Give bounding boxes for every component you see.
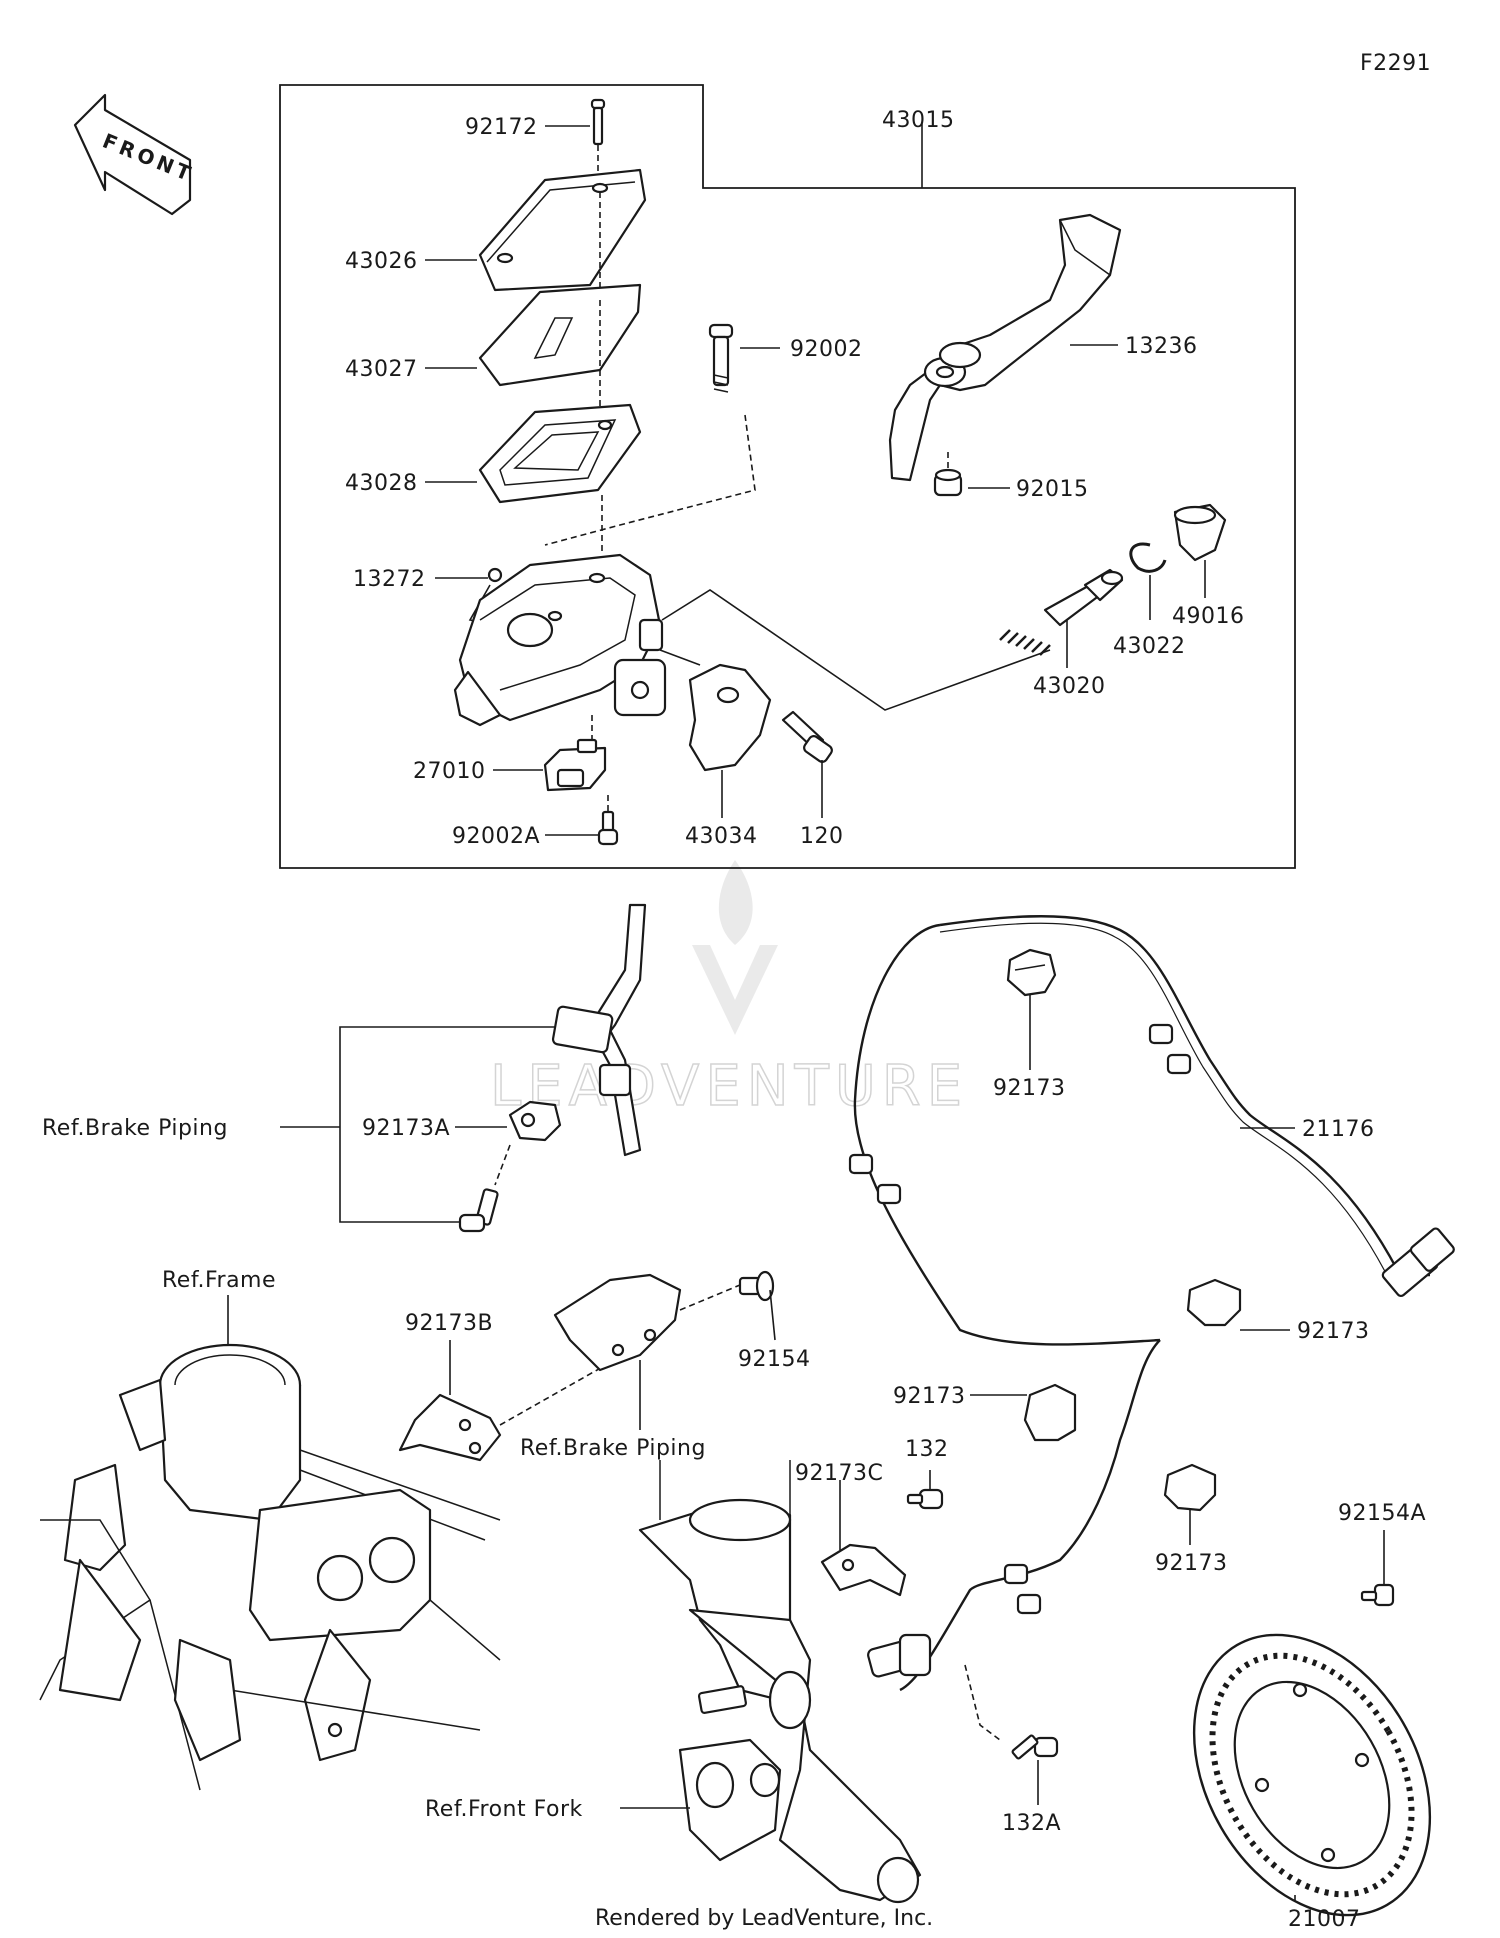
label-132: 132 xyxy=(905,1437,949,1462)
wheel-speed-sensor-icon xyxy=(867,1633,932,1678)
reservoir-cap-43026 xyxy=(478,168,647,292)
clamp-43034 xyxy=(688,663,772,772)
footer-credit: Rendered by LeadVenture, Inc. xyxy=(595,1906,933,1931)
bolt-120 xyxy=(781,710,833,763)
circlip-43022 xyxy=(1129,542,1167,573)
brake-bracket-mid xyxy=(553,1273,682,1372)
label-43020: 43020 xyxy=(1033,674,1106,699)
brake-hose-upper xyxy=(551,903,647,1157)
bolt-132A xyxy=(1011,1734,1059,1760)
label-43034: 43034 xyxy=(685,824,758,849)
clamp-92173A xyxy=(508,1100,562,1142)
front-fork-outline xyxy=(638,1460,922,1904)
master-cylinder-body xyxy=(453,553,667,727)
clip-92173-mid xyxy=(1023,1383,1077,1442)
frame-outline xyxy=(39,1343,501,1791)
ref-frame: Ref.Frame xyxy=(162,1268,276,1293)
screw-92172 xyxy=(590,98,606,146)
label-120: 120 xyxy=(800,824,844,849)
clip-92173-low xyxy=(1163,1463,1217,1512)
label-92015: 92015 xyxy=(1016,477,1089,502)
boot-49016 xyxy=(1173,503,1227,562)
label-92173B: 92173B xyxy=(405,1311,493,1336)
watermark-text: LEADVENTURE xyxy=(490,1054,968,1119)
label-92172: 92172 xyxy=(465,115,538,140)
label-92173A: 92173A xyxy=(362,1116,450,1141)
label-43028: 43028 xyxy=(345,471,418,496)
bracket-92173B xyxy=(398,1393,502,1462)
label-92154: 92154 xyxy=(738,1347,811,1372)
clip-92173-top xyxy=(1006,948,1057,997)
assembly-box xyxy=(279,84,1296,869)
label-21007: 21007 xyxy=(1288,1907,1361,1932)
label-92173-top: 92173 xyxy=(993,1076,1066,1101)
bolt-92154 xyxy=(738,1270,775,1302)
label-21176: 21176 xyxy=(1302,1117,1375,1142)
gasket-43028 xyxy=(478,403,642,504)
label-92173-mid: 92173 xyxy=(893,1384,966,1409)
label-49016: 49016 xyxy=(1172,604,1245,629)
label-92154A: 92154A xyxy=(1338,1501,1426,1526)
clip-92173-right xyxy=(1186,1278,1242,1327)
screw-13272 xyxy=(487,567,503,583)
front-arrow-icon: FRONT xyxy=(73,93,198,216)
bolt-92154A xyxy=(1360,1583,1395,1607)
ref-front-fork: Ref.Front Fork xyxy=(425,1797,583,1822)
label-43026: 43026 xyxy=(345,249,418,274)
assembly-label: 43015 xyxy=(882,108,955,133)
label-27010: 27010 xyxy=(413,759,486,784)
label-92173-low: 92173 xyxy=(1155,1551,1228,1576)
screw-92002A xyxy=(597,810,619,846)
sensor-cable-21176 xyxy=(848,915,1455,1692)
label-43022: 43022 xyxy=(1113,634,1186,659)
label-13236: 13236 xyxy=(1125,334,1198,359)
label-92002: 92002 xyxy=(790,337,863,362)
label-132A: 132A xyxy=(1002,1811,1061,1836)
label-43027: 43027 xyxy=(345,357,418,382)
watermark-logo: LEADVENTURE xyxy=(489,860,968,1120)
brake-switch-27010 xyxy=(543,738,607,792)
ref-bracket-left xyxy=(339,1026,555,1223)
ref-brake-piping-left: Ref.Brake Piping xyxy=(42,1116,228,1141)
label-92173-right: 92173 xyxy=(1297,1319,1370,1344)
label-13272: 13272 xyxy=(353,567,426,592)
ref-brake-piping-mid: Ref.Brake Piping xyxy=(520,1436,706,1461)
bolt-132 xyxy=(906,1488,944,1510)
nut-92015 xyxy=(933,468,963,497)
sensor-rotor-21007 xyxy=(1192,1633,1432,1917)
bracket-92173C xyxy=(820,1543,907,1597)
label-92002A: 92002A xyxy=(452,824,540,849)
pivot-bolt-92002 xyxy=(708,323,734,393)
sensor-connector-icon xyxy=(1381,1227,1455,1298)
diaphragm-plate-43027 xyxy=(478,283,642,387)
bolt-92173A xyxy=(458,1188,499,1233)
brake-lever-13236 xyxy=(888,213,1122,482)
piston-43020 xyxy=(999,568,1124,656)
label-92173C: 92173C xyxy=(795,1461,883,1486)
diagram-id: F2291 xyxy=(1360,51,1431,76)
